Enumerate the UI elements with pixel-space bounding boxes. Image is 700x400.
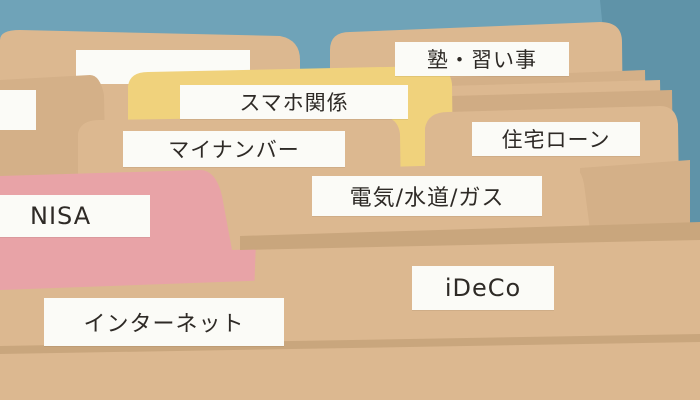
tab-ideco[interactable]: iDeCo: [412, 266, 554, 310]
folder-denki-shade: [240, 222, 700, 250]
left-label-fragment: [0, 90, 36, 130]
folder-internet-shade: [0, 334, 700, 354]
tab-internet[interactable]: インターネット: [44, 298, 284, 346]
tab-sumaho[interactable]: スマホ関係: [180, 85, 408, 119]
tab-jutaku[interactable]: 住宅ローン: [472, 122, 640, 156]
tab-nisa[interactable]: NISA: [0, 195, 150, 237]
tab-juku[interactable]: 塾・習い事: [395, 42, 569, 76]
tab-denki[interactable]: 電気/水道/ガス: [312, 176, 542, 216]
tab-mynumber[interactable]: マイナンバー: [123, 131, 345, 167]
